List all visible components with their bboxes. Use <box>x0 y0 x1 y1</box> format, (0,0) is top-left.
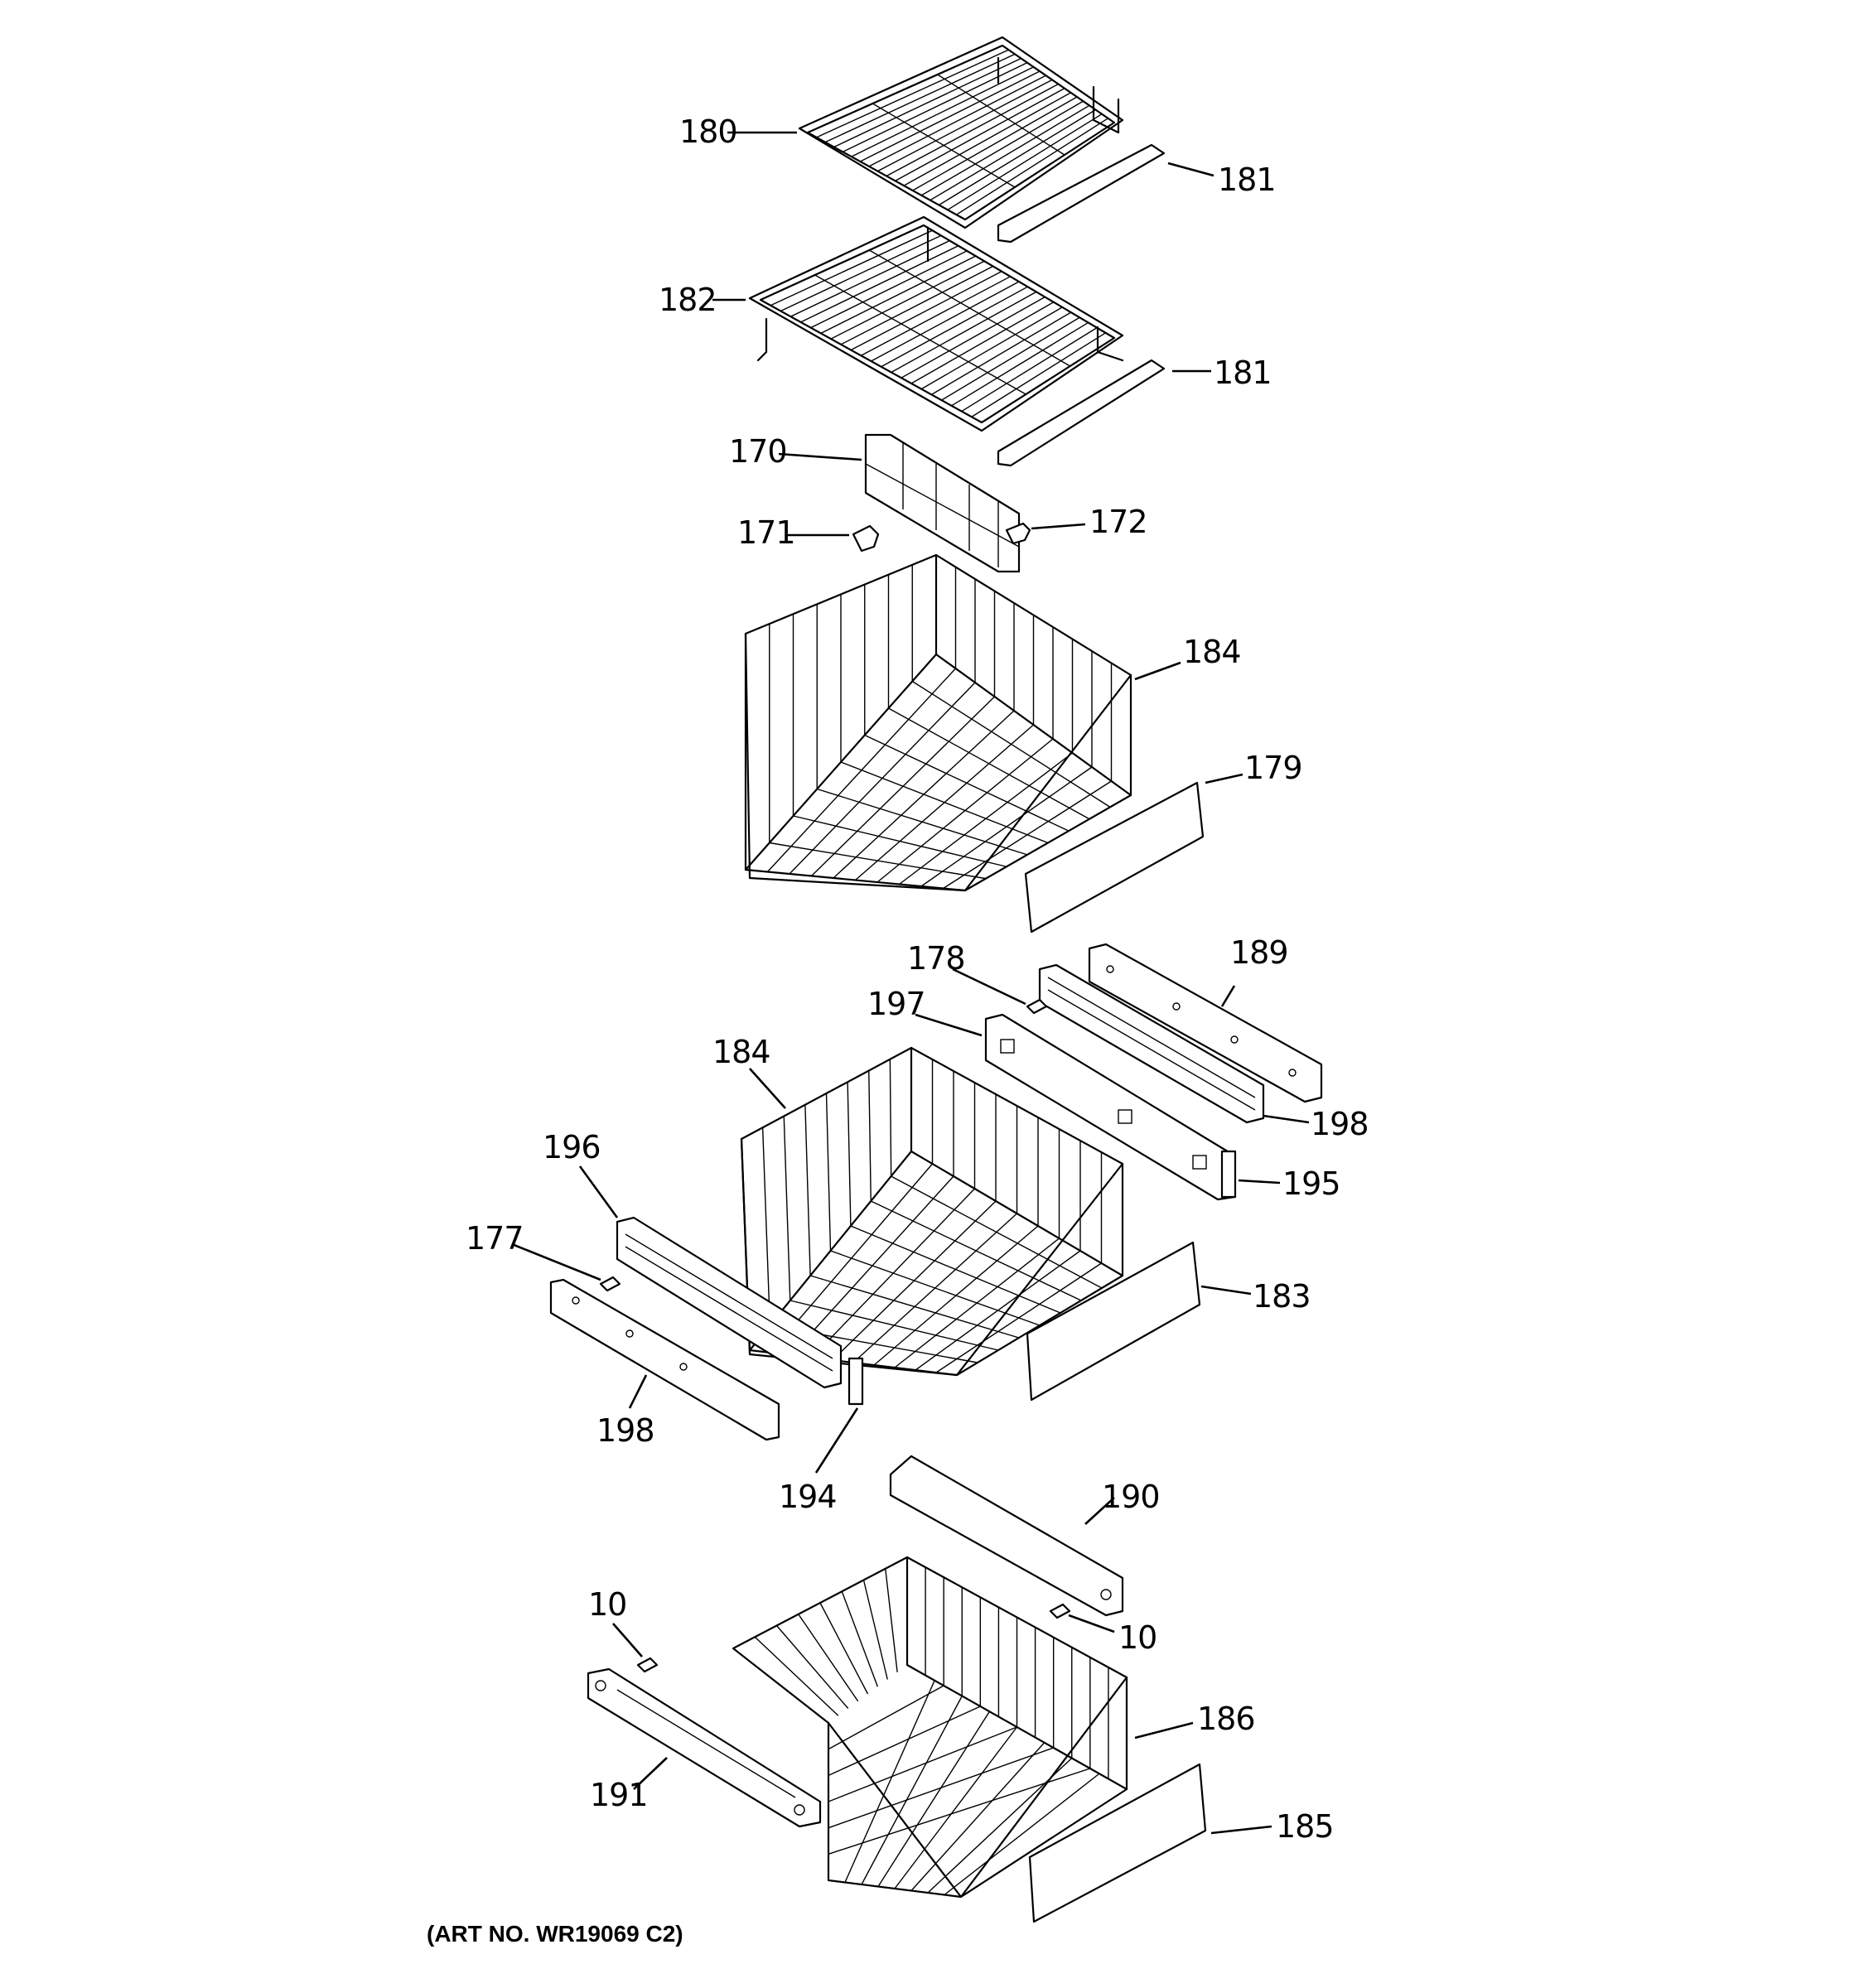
wire-basket-184-upper <box>744 553 1132 892</box>
divider-170 <box>864 433 1021 573</box>
wire-basket-184-middle <box>740 1046 1124 1377</box>
screw-10-right <box>1049 1603 1071 1619</box>
screw-10-left <box>636 1657 659 1673</box>
callout-190: 190 <box>1102 1479 1160 1515</box>
callout-185: 185 <box>1276 1808 1334 1845</box>
leader-lines <box>511 131 1310 1835</box>
callout-197: 197 <box>867 986 925 1022</box>
callout-170: 170 <box>729 433 787 470</box>
cover-190 <box>889 1455 1124 1617</box>
callout-195: 195 <box>1282 1165 1340 1202</box>
shelf-trim-181-lower <box>997 359 1166 467</box>
callout-198: 198 <box>1311 1106 1369 1142</box>
callout-182: 182 <box>659 282 717 318</box>
basket-front-183 <box>1026 1241 1201 1402</box>
callout-181: 181 <box>1214 355 1272 391</box>
rail-end-195 <box>1220 1150 1237 1199</box>
callout-171: 171 <box>737 514 795 551</box>
clip-172 <box>1005 522 1031 545</box>
callout-178: 178 <box>907 940 965 977</box>
rail-191 <box>587 1667 822 1828</box>
screw-178 <box>1026 998 1048 1015</box>
callout-191: 191 <box>590 1777 648 1813</box>
callout-186: 186 <box>1197 1701 1255 1737</box>
callout-labels: 180 181 182 181 170 171 172 184 179 178 … <box>466 113 1369 1845</box>
slide-rail-196 <box>616 1216 843 1389</box>
basket-front-179 <box>1024 781 1205 934</box>
clip-171 <box>852 524 880 552</box>
callout-181: 181 <box>1218 162 1276 198</box>
rail-end-194 <box>847 1357 864 1406</box>
callout-184: 184 <box>1183 634 1241 670</box>
callout-184: 184 <box>712 1034 770 1070</box>
callout-196: 196 <box>543 1129 601 1165</box>
callout-189: 189 <box>1230 934 1288 971</box>
basket-front-185 <box>1028 1763 1207 1923</box>
callout-10: 10 <box>588 1586 626 1623</box>
callout-179: 179 <box>1244 750 1302 786</box>
callout-198: 198 <box>596 1412 654 1449</box>
rail-cover-189 <box>1088 943 1323 1103</box>
callout-10: 10 <box>1118 1619 1157 1656</box>
callout-180: 180 <box>679 113 737 150</box>
art-number: (ART NO. WR19069 C2) <box>427 1921 683 1947</box>
shelf-trim-181-upper <box>997 143 1166 244</box>
screw-177 <box>599 1276 621 1292</box>
wire-shelf-180 <box>798 36 1124 229</box>
callout-177: 177 <box>466 1220 524 1257</box>
callout-172: 172 <box>1089 504 1147 540</box>
wire-shelf-182 <box>748 215 1124 432</box>
wire-basket-186-lower <box>732 1556 1128 1899</box>
slide-rail-198-left <box>549 1278 780 1441</box>
callout-194: 194 <box>779 1479 837 1515</box>
callout-183: 183 <box>1253 1278 1311 1315</box>
